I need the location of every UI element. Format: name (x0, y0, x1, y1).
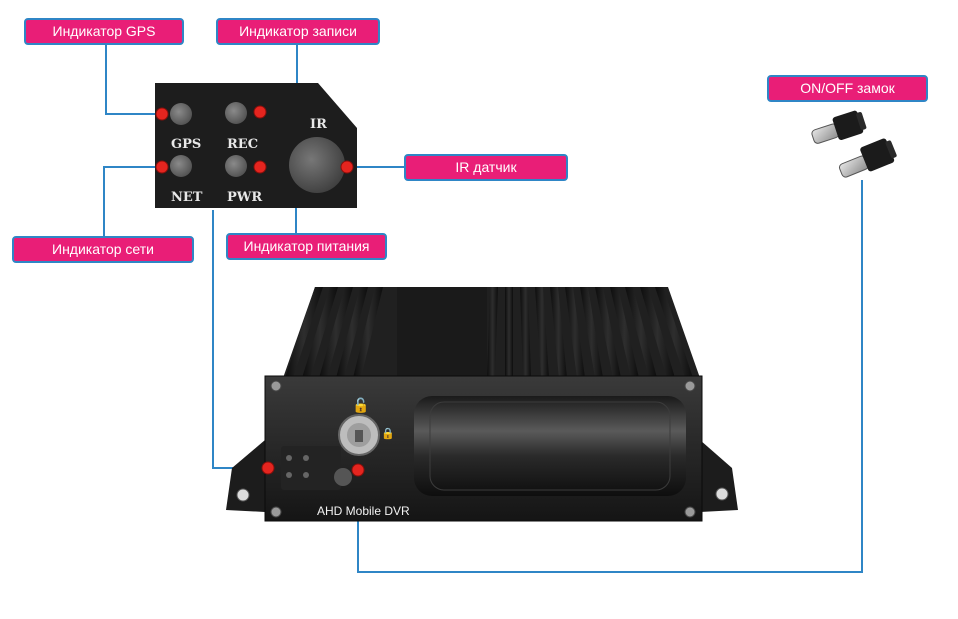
callout-net-indicator: Индикатор сети (12, 236, 194, 263)
marker-rec (253, 105, 267, 119)
panel-label-pwr: PWR (227, 190, 262, 205)
dvr-device: 🔓 🔒 AHD Mobile DVR (226, 287, 738, 522)
callout-rec-indicator: Индикатор записи (216, 18, 380, 45)
markers (155, 105, 365, 477)
panel-label-gps: GPS (171, 137, 201, 152)
mount-flange-right (700, 440, 738, 512)
panel-label-rec: REC (227, 137, 258, 152)
device-brand: AHD Mobile DVR (317, 504, 410, 518)
disk-door (414, 396, 686, 496)
screw-bl (270, 506, 282, 518)
led-pwr-closeup (225, 155, 247, 177)
callout-gps-indicator: Индикатор GPS (24, 18, 184, 45)
led-net-closeup (170, 155, 192, 177)
led-rec-closeup (225, 102, 247, 124)
lock-lock-icon: 🔒 (381, 427, 395, 440)
marker-front-leds (261, 461, 275, 475)
lock-unlock-icon: 🔓 (352, 397, 369, 414)
callout-lock: ON/OFF замок (767, 75, 928, 102)
mini-ir-sensor (334, 468, 352, 486)
screw-tr (684, 380, 696, 392)
panel-label-net: NET (171, 190, 203, 205)
callout-ir-sensor: IR датчик (404, 154, 568, 181)
callout-pwr-indicator: Индикатор питания (226, 233, 387, 260)
marker-gps (155, 107, 169, 121)
keys-image (811, 110, 897, 178)
marker-net (155, 160, 169, 174)
screw-br (684, 506, 696, 518)
led-panel-closeup: GPS REC NET PWR IR (155, 83, 357, 208)
marker-pwr (253, 160, 267, 174)
leader-net (103, 166, 160, 236)
leader-gps (105, 44, 160, 115)
marker-lock (351, 463, 365, 477)
heatsink-fins (285, 287, 693, 378)
led-gps-closeup (170, 103, 192, 125)
ir-sensor-closeup (289, 137, 345, 193)
marker-ir (340, 160, 354, 174)
screw-tl (270, 380, 282, 392)
panel-label-ir: IR (310, 117, 327, 132)
mount-flange-left (226, 440, 265, 512)
mini-led-panel (281, 446, 341, 490)
